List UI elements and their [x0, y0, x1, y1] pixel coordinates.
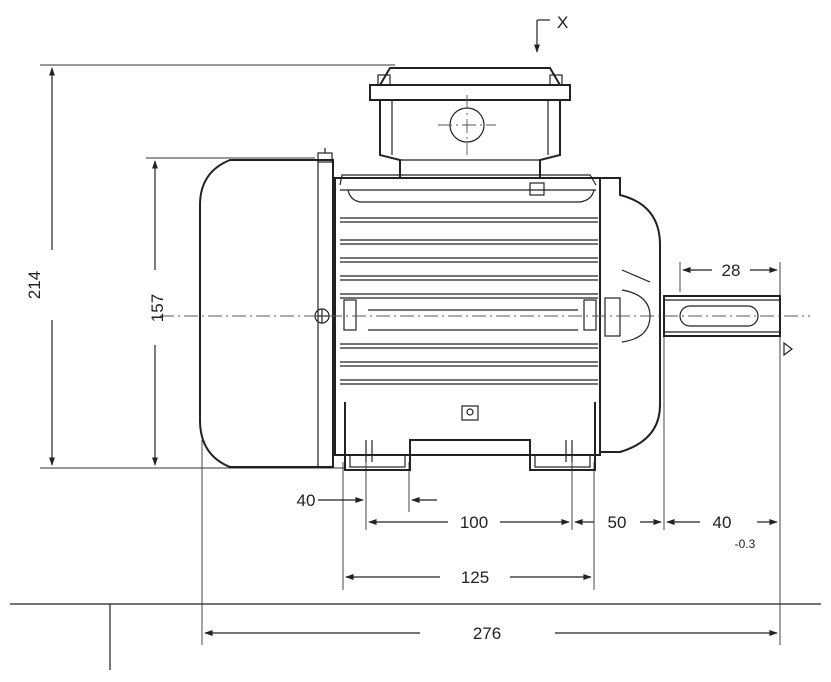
motor-feet [344, 402, 596, 471]
cooling-fins [340, 217, 598, 385]
dim-shaft-length: 28 [722, 261, 741, 280]
view-marker-label: X [557, 13, 568, 32]
dim-shaft-end-tolerance: -0.3 [735, 537, 756, 551]
dim-foot-spacing: 100 [460, 513, 488, 532]
dimension-lines [49, 67, 778, 636]
dim-base-length: 125 [461, 568, 489, 587]
dim-body-height: 157 [148, 294, 167, 322]
dim-total-height: 214 [25, 271, 44, 299]
view-marker: X [534, 13, 568, 53]
base-reference-lines [10, 603, 821, 670]
fan-cover [199, 148, 334, 468]
dim-foot-width: 40 [297, 491, 316, 510]
dim-shaft-offset: 50 [608, 513, 627, 532]
end-shield [599, 177, 661, 453]
reference-triangle-icon [783, 341, 793, 357]
dim-shaft-end: 40 [713, 513, 732, 532]
extension-lines [40, 64, 781, 645]
motor-body [314, 174, 601, 456]
terminal-box [369, 67, 571, 178]
dim-total-length: 276 [473, 624, 501, 643]
